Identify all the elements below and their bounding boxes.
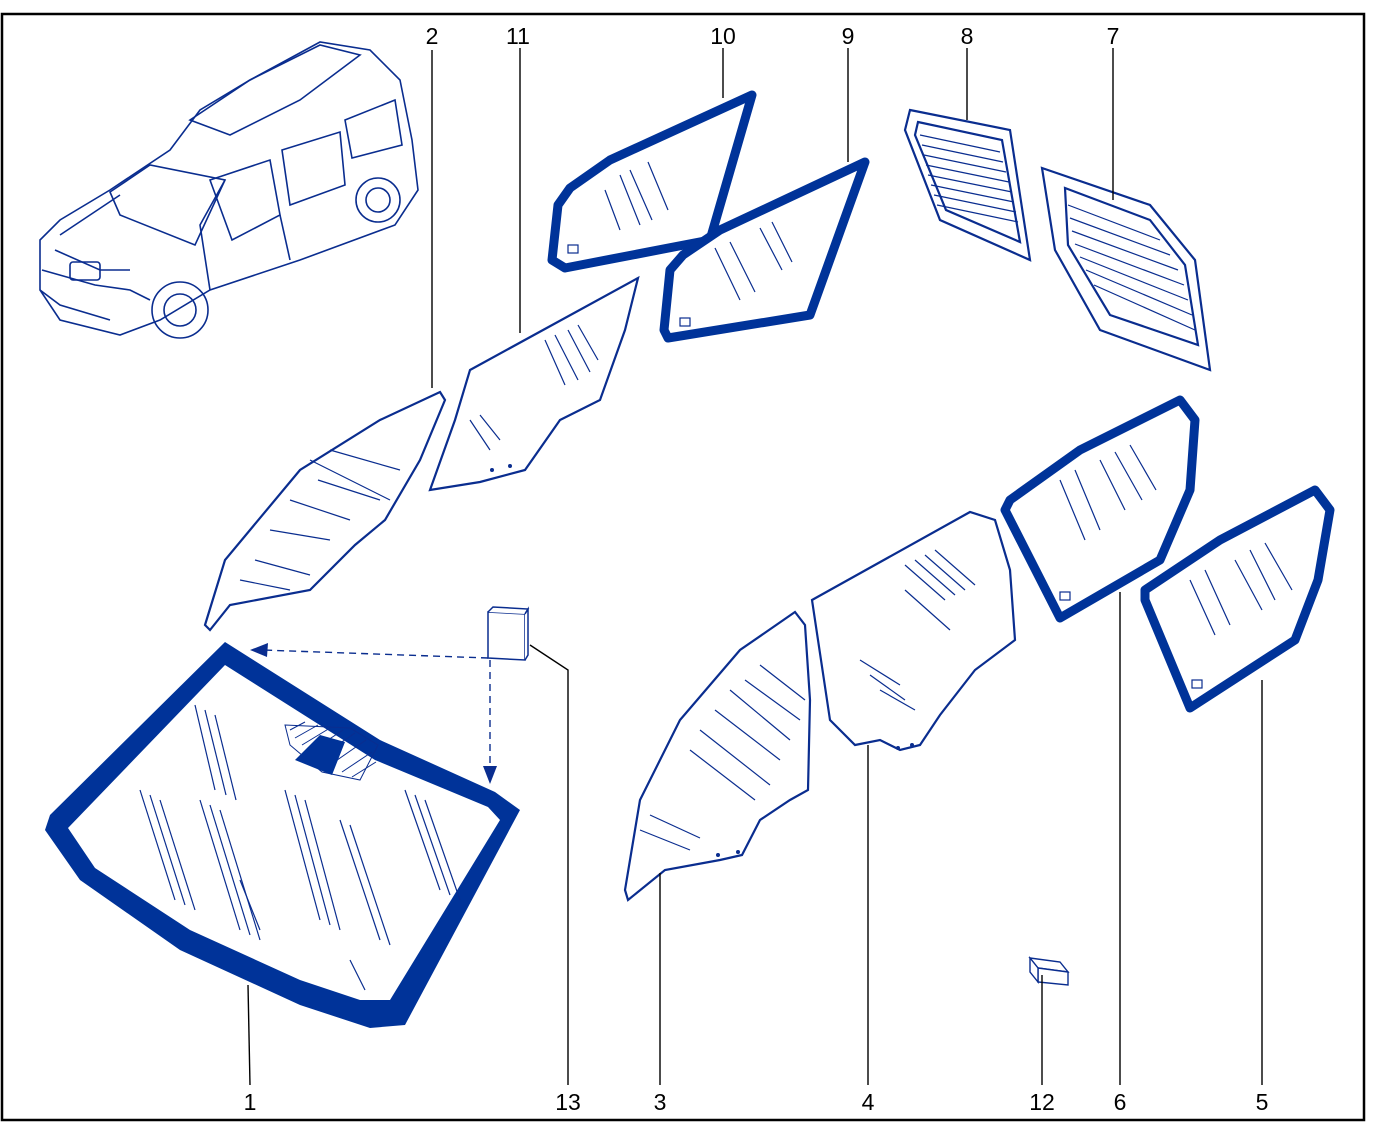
leader-lines (247, 48, 1263, 1086)
part-8-rear-fixed-glass (903, 108, 1032, 262)
part-9-rear-quarter-glass (659, 157, 870, 343)
part-12-clip (1028, 956, 1070, 986)
callout-2: 2 (426, 23, 439, 49)
diagram-frame (0, 12, 1366, 1122)
callout-10: 10 (710, 23, 736, 49)
callout-labels: 1 2 3 4 5 6 7 8 9 10 11 12 13 (244, 23, 1269, 1115)
part-3-front-door-glass (623, 610, 812, 902)
leader-1 (247, 984, 251, 1086)
callout-5: 5 (1256, 1089, 1269, 1115)
callout-1: 1 (244, 1089, 257, 1115)
callout-12: 12 (1029, 1089, 1055, 1115)
vehicle-overview-illustration (39, 41, 419, 339)
callout-4: 4 (862, 1089, 875, 1115)
part-6-rear-side-glass (1000, 395, 1200, 623)
part-1-windscreen (45, 642, 520, 1028)
assembly-arrows (261, 649, 491, 770)
callout-3: 3 (654, 1089, 667, 1115)
part-13-sensor-pad (487, 606, 530, 661)
callout-13: 13 (555, 1089, 581, 1115)
arrowhead-left (250, 643, 268, 657)
callout-7: 7 (1107, 23, 1120, 49)
part-5-rear-side-glass (1140, 485, 1335, 713)
part-11-door-glass (428, 275, 640, 492)
part-2-front-quarter-glass (203, 390, 447, 632)
callout-11: 11 (506, 23, 530, 49)
leader-13 (529, 644, 569, 1085)
arrowhead-down (483, 766, 497, 784)
part-7-rear-fixed-glass (1040, 166, 1212, 372)
callout-6: 6 (1114, 1089, 1127, 1115)
part-4-rear-door-glass (810, 510, 1017, 752)
callout-8: 8 (961, 23, 974, 49)
callout-9: 9 (842, 23, 855, 49)
part-10-rear-quarter-glass (547, 90, 757, 273)
